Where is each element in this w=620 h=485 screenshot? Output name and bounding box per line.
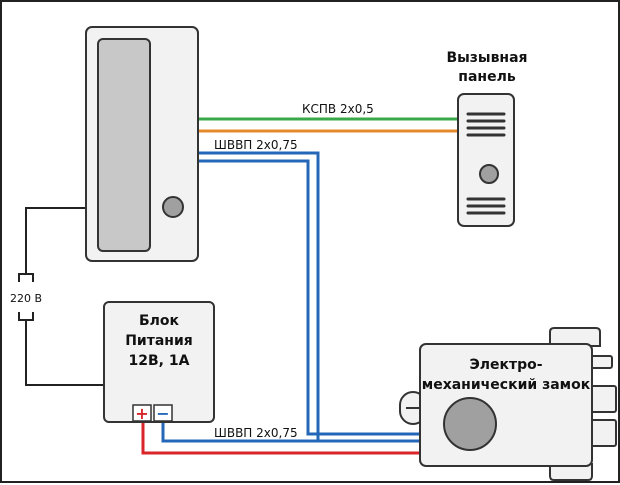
- plug-bottom: [18, 312, 34, 321]
- wire-mains-bottom: [25, 320, 104, 386]
- psu-minus-sign: −: [156, 404, 169, 423]
- psu-title-3: 12В, 1А: [129, 353, 190, 369]
- call-panel-camera: [479, 164, 499, 184]
- psu-title-2: Питания: [125, 333, 193, 349]
- lock-mount-top: [549, 327, 601, 347]
- cable-label-shvvp-bottom: ШВВП 2х0,75: [214, 426, 298, 440]
- lock-bolt-middle: [589, 385, 617, 413]
- psu-plus-sign: +: [135, 404, 148, 423]
- wire-blue-psu: [161, 421, 420, 443]
- call-panel-title-1: Вызывная: [446, 50, 527, 66]
- wire-red-psu: [141, 421, 420, 455]
- call-panel-title-2: панель: [458, 69, 516, 85]
- lock-mount-bottom: [549, 463, 593, 481]
- call-panel-speaker-top: [466, 112, 506, 137]
- power-supply-body: [103, 301, 215, 423]
- mains-label: 220 В: [10, 292, 42, 305]
- monitor-screen: [97, 38, 151, 252]
- wire-blue-pair-inner: [197, 159, 420, 436]
- plug-top: [18, 273, 34, 282]
- psu-minus-terminal: [153, 404, 173, 422]
- psu-title-1: Блок: [139, 313, 180, 329]
- monitor-button: [162, 196, 184, 218]
- lock-bolt-top: [589, 355, 613, 369]
- wire-mains-top: [25, 207, 86, 274]
- cable-label-shvvp-top: ШВВП 2х0,75: [214, 138, 298, 152]
- lock-bolt-bottom: [589, 419, 617, 447]
- cable-label-kspv: КСПВ 2х0,5: [302, 102, 374, 116]
- lock-knob: [443, 397, 497, 451]
- lock-title-1: Электро-: [469, 357, 542, 373]
- lock-title-2: механический замок: [422, 377, 591, 393]
- psu-plus-terminal: [132, 404, 152, 422]
- call-panel-speaker-bottom: [466, 197, 506, 215]
